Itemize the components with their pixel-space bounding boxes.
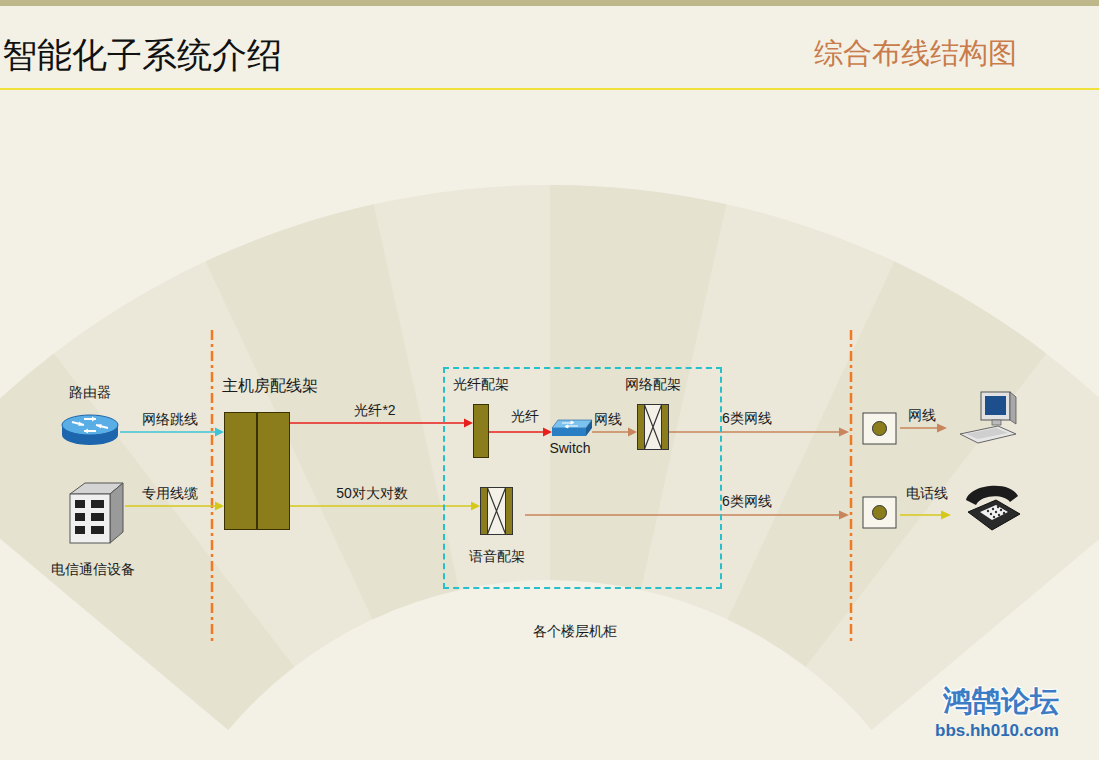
cable-label: 网线 <box>908 407 936 424</box>
outlet-jack <box>873 506 887 520</box>
computer-icon <box>960 392 1016 443</box>
node-label: 路由器 <box>69 384 111 401</box>
boundary-line <box>211 330 214 642</box>
telecom-equipment: 电信通信设备 <box>65 480 125 545</box>
cable-label: 6类网线 <box>722 410 772 427</box>
cable-label: 电话线 <box>906 485 948 502</box>
arrow-head <box>628 428 637 437</box>
network-switch-shape <box>552 418 592 438</box>
diagram-subtitle: 综合布线结构图 <box>814 36 1017 71</box>
node-label: Switch <box>549 440 590 457</box>
node-label: 光纤配架 <box>453 376 509 393</box>
outlet-box <box>863 497 896 528</box>
fan-panel <box>0 353 294 730</box>
node-label: 网络配架 <box>625 376 681 393</box>
fan-panel <box>728 261 1047 666</box>
fiber-patch-panel-shape <box>473 404 489 458</box>
connector <box>290 419 473 428</box>
cable-label: 6类网线 <box>722 493 772 510</box>
connector <box>120 428 224 437</box>
main-distribution-frame: 主机房配线架 <box>224 412 290 530</box>
voice-patch-panel-shape <box>480 487 513 535</box>
connector-line <box>290 422 464 424</box>
telecom-equipment-shape <box>65 480 125 545</box>
arrow-head <box>471 502 480 511</box>
fan-panel <box>206 204 460 619</box>
main-distribution-frame-shape <box>224 412 290 530</box>
cable-line <box>900 514 942 516</box>
title-rule <box>0 88 1099 90</box>
arrow-head <box>839 428 849 437</box>
connector-line <box>125 505 215 507</box>
arrow-head <box>215 428 224 437</box>
fan-panel <box>550 185 726 590</box>
node-label: 语音配架 <box>469 548 525 565</box>
connector-line <box>120 431 215 433</box>
telephone-icon <box>966 486 1020 530</box>
top-bar <box>0 0 1099 6</box>
fan-shape <box>0 185 1099 730</box>
connector-line <box>592 431 628 433</box>
arrow-head <box>839 511 849 520</box>
boundary-line <box>850 330 853 642</box>
router-icon: 路由器 <box>60 410 120 450</box>
connector <box>489 428 552 437</box>
connector-label: 光纤 <box>511 408 539 425</box>
connector-label: 网线 <box>594 411 622 428</box>
arrow-head <box>464 419 473 428</box>
watermark: bbs.hh010.com <box>935 721 1059 741</box>
connector-line <box>489 431 543 433</box>
connector <box>592 428 637 437</box>
network-patch-panel: 网络配架 <box>637 404 669 450</box>
connector-label: 网络跳线 <box>142 411 198 428</box>
arrow-head <box>215 502 224 511</box>
connector-label: 光纤*2 <box>354 402 395 419</box>
network-switch: Switch <box>552 418 592 438</box>
connector <box>290 502 480 511</box>
arrow-head <box>543 428 552 437</box>
node-label: 电信通信设备 <box>51 561 135 578</box>
cable-line <box>525 514 840 516</box>
connector <box>125 502 224 511</box>
connector-label: 50对大对数 <box>336 485 408 502</box>
outlet-jack <box>873 422 887 436</box>
watermark: 鸿鹄论坛 <box>943 684 1059 719</box>
outlet-box <box>863 413 896 444</box>
node-label: 各个楼层机柜 <box>533 623 617 640</box>
connector-label: 专用线缆 <box>142 485 198 502</box>
cable-line <box>669 431 840 433</box>
node-label: 主机房配线架 <box>222 376 318 395</box>
fiber-patch-panel: 光纤配架 <box>473 404 489 458</box>
slide-title: 智能化子系统介绍 <box>2 34 282 76</box>
network-patch-panel-shape <box>637 404 669 450</box>
router-icon-shape <box>60 410 120 450</box>
voice-patch-panel: 语音配架 <box>480 487 513 535</box>
cable-line <box>900 427 938 429</box>
arrow-head <box>941 511 951 520</box>
floor-cabinet-group: 各个楼层机柜光纤配架Switch网络配架语音配架 <box>443 367 722 589</box>
arrow-head <box>937 424 947 433</box>
